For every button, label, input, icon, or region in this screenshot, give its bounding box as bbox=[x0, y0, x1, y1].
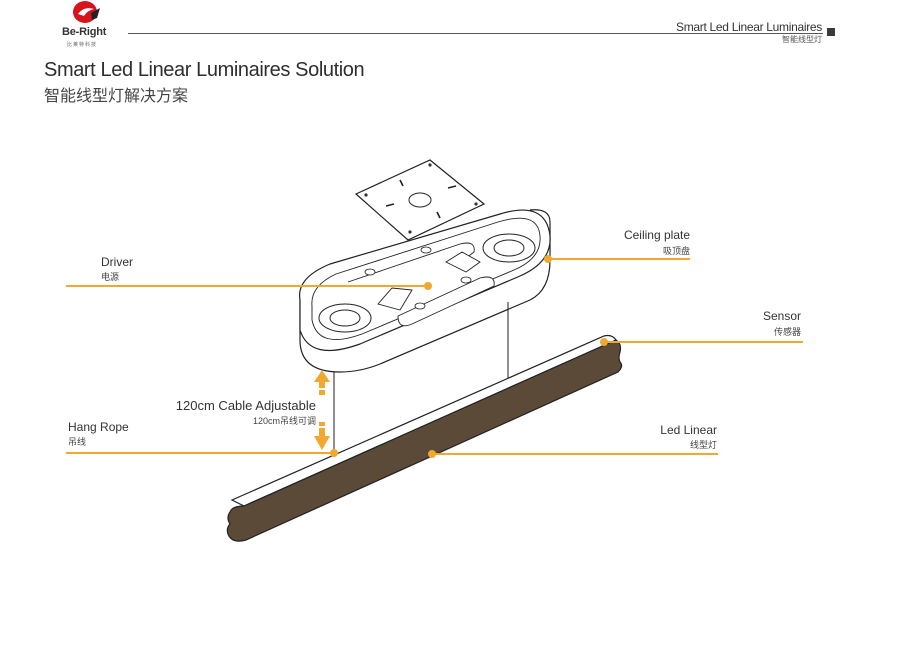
driver-sublabel: 电源 bbox=[101, 272, 120, 282]
canopy-housing bbox=[298, 209, 551, 373]
callout-dot-ceiling-plate bbox=[544, 255, 552, 263]
driver-label: Driver bbox=[101, 255, 133, 269]
hang-rope-label: Hang Rope bbox=[68, 420, 129, 434]
ceiling-plate-label: Ceiling plate bbox=[623, 228, 690, 242]
led-linear-sublabel: 线型灯 bbox=[689, 440, 717, 450]
sensor-label: Sensor bbox=[762, 309, 801, 323]
callout-dot-driver bbox=[424, 282, 432, 290]
arrow-down-icon bbox=[314, 422, 330, 450]
brand-subname: 比莱特科技 bbox=[67, 42, 98, 48]
sensor-sublabel: 传感器 bbox=[773, 327, 801, 337]
led-linear-label: Led Linear bbox=[660, 423, 717, 437]
cable-adjustable-sublabel: 120cm吊线可调 bbox=[252, 416, 316, 426]
header-subtitle: 智能线型灯 bbox=[782, 35, 822, 44]
header-divider bbox=[128, 33, 823, 34]
page-title: Smart Led Linear Luminaires Solution bbox=[44, 59, 365, 81]
cable-adjustable-label: 120cm Cable Adjustable bbox=[175, 398, 316, 413]
mounting-plate bbox=[354, 159, 486, 241]
brand-name: Be-Right bbox=[62, 26, 107, 38]
ceiling-plate-sublabel: 吸顶盘 bbox=[662, 246, 690, 256]
page-subtitle: 智能线型灯解决方案 bbox=[44, 88, 189, 105]
led-linear-fixture bbox=[226, 334, 623, 542]
callout-dot-sensor bbox=[600, 338, 608, 346]
callout-dot-hang-rope bbox=[330, 449, 338, 457]
logo-icon bbox=[73, 1, 100, 23]
callout-dot-led-linear bbox=[428, 450, 436, 458]
header-square-icon bbox=[827, 28, 835, 36]
header-title: Smart Led Linear Luminaires bbox=[676, 20, 822, 34]
hang-rope-sublabel: 吊线 bbox=[68, 437, 87, 447]
arrow-up-icon bbox=[314, 370, 330, 395]
